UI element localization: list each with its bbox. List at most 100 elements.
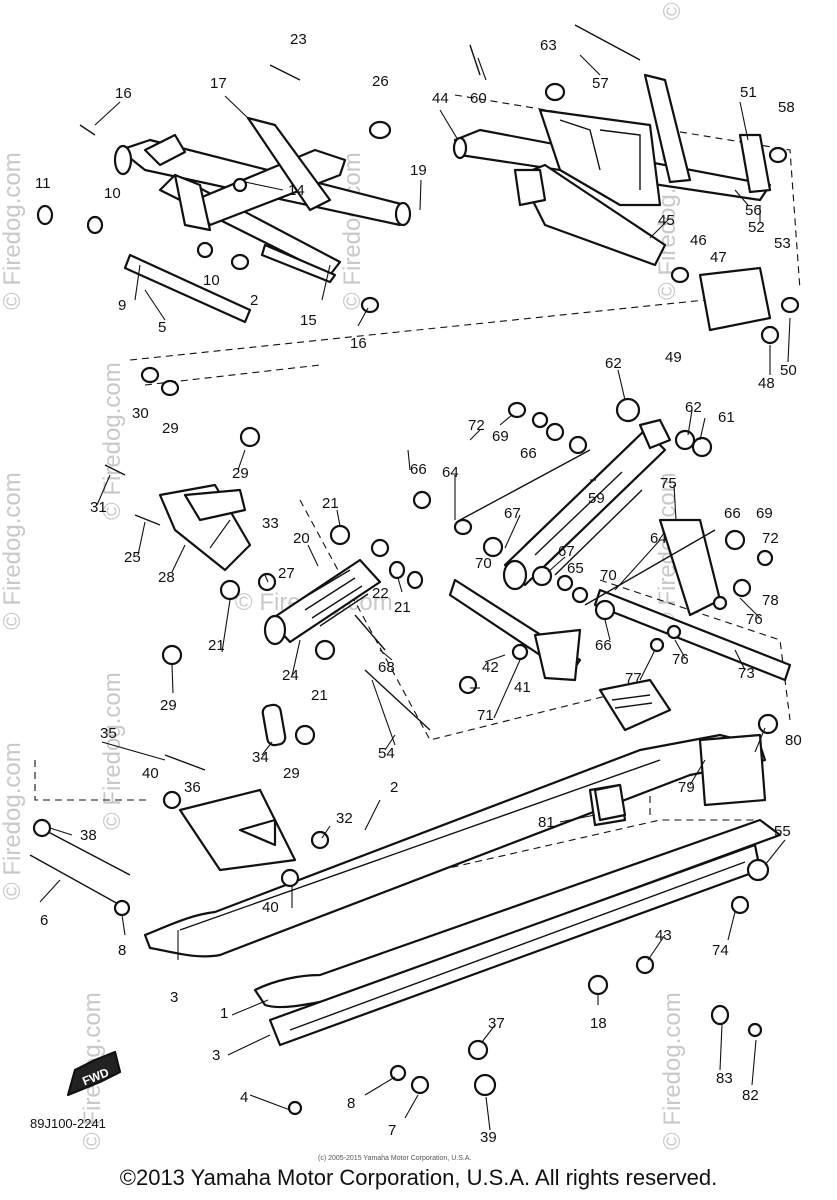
callout-28: 28 xyxy=(158,569,175,586)
callout-67: 67 xyxy=(558,543,575,560)
callout-80: 80 xyxy=(785,732,802,749)
callout-21: 21 xyxy=(394,599,411,616)
callout-73: 73 xyxy=(738,665,755,682)
watermark-text: © Firedog.com xyxy=(659,0,686,20)
callout-81: 81 xyxy=(538,814,555,831)
callout-50: 50 xyxy=(780,362,797,379)
callout-21: 21 xyxy=(311,687,328,704)
watermark-text: © Firedog.com xyxy=(99,362,126,520)
watermark-text: © Firedog.com xyxy=(0,742,26,900)
callout-25: 25 xyxy=(124,549,141,566)
callout-74: 74 xyxy=(712,942,729,959)
callout-71: 71 xyxy=(477,707,494,724)
callout-2: 2 xyxy=(390,779,398,796)
watermark-text: © Firedog.com xyxy=(339,152,366,310)
callout-16: 16 xyxy=(350,335,367,352)
callout-29: 29 xyxy=(232,465,249,482)
callout-18: 18 xyxy=(590,1015,607,1032)
callout-19: 19 xyxy=(410,162,427,179)
callout-21: 21 xyxy=(208,637,225,654)
callout-59: 59 xyxy=(588,490,605,507)
callout-63: 63 xyxy=(540,37,557,54)
callout-8: 8 xyxy=(118,942,126,959)
callout-3: 3 xyxy=(170,989,178,1006)
callout-72: 72 xyxy=(468,417,485,434)
callout-40: 40 xyxy=(142,765,159,782)
callout-20: 20 xyxy=(293,530,310,547)
leader-lines xyxy=(39,54,791,1131)
callout-66: 66 xyxy=(724,505,741,522)
callout-30: 30 xyxy=(132,405,149,422)
callout-21: 21 xyxy=(322,495,339,512)
callout-65: 65 xyxy=(567,560,584,577)
callout-68: 68 xyxy=(378,659,395,676)
callout-78: 78 xyxy=(762,592,779,609)
callout-34: 34 xyxy=(252,749,269,766)
front-shock-assembly xyxy=(158,483,382,646)
callout-60: 60 xyxy=(470,90,487,107)
callout-56: 56 xyxy=(745,202,762,219)
callout-69: 69 xyxy=(492,428,509,445)
rear-arm-assembly xyxy=(452,73,772,332)
rear-shock-assembly xyxy=(448,418,792,682)
callout-7: 7 xyxy=(388,1122,396,1139)
callout-1: 1 xyxy=(220,1005,228,1022)
callout-72: 72 xyxy=(762,530,779,547)
callout-83: 83 xyxy=(716,1070,733,1087)
callout-29: 29 xyxy=(283,765,300,782)
callout-15: 15 xyxy=(300,312,317,329)
callout-46: 46 xyxy=(690,232,707,249)
callout-23: 23 xyxy=(290,31,307,48)
callout-10: 10 xyxy=(203,272,220,289)
callout-29: 29 xyxy=(160,697,177,714)
callout-47: 47 xyxy=(710,249,727,266)
small-copyright: (c) 2005-2015 Yamaha Motor Corporation, … xyxy=(318,1155,471,1162)
callout-49: 49 xyxy=(665,349,682,366)
callout-61: 61 xyxy=(718,409,735,426)
bolts-and-shafts xyxy=(29,24,641,906)
watermark-text: © Firedog.com xyxy=(659,992,686,1150)
callout-24: 24 xyxy=(282,667,299,684)
diagram-code: 89J100-2241 xyxy=(30,1116,106,1131)
callout-22: 22 xyxy=(372,585,389,602)
callout-16: 16 xyxy=(115,85,132,102)
callout-66: 66 xyxy=(595,637,612,654)
callout-17: 17 xyxy=(210,75,227,92)
callout-labels: 23 16 17 26 14 19 10 11 10 2 9 5 15 16 6… xyxy=(30,31,802,1162)
callout-3: 3 xyxy=(212,1047,220,1064)
callout-70: 70 xyxy=(475,555,492,572)
callout-42: 42 xyxy=(482,659,499,676)
callout-52: 52 xyxy=(748,219,765,236)
callout-9: 9 xyxy=(118,297,126,314)
callout-5: 5 xyxy=(158,319,166,336)
callout-2: 2 xyxy=(250,292,258,309)
callout-45: 45 xyxy=(658,212,675,229)
callout-31: 31 xyxy=(90,499,107,516)
watermark-text: © Firedog.com xyxy=(0,472,26,630)
callout-6: 6 xyxy=(40,912,48,929)
callout-79: 79 xyxy=(678,779,695,796)
callout-33: 33 xyxy=(262,515,279,532)
callout-62: 62 xyxy=(605,355,622,372)
watermark-text: © Firedog.com xyxy=(0,152,26,310)
callout-11: 11 xyxy=(35,175,51,192)
callout-76: 76 xyxy=(746,611,763,628)
callout-53: 53 xyxy=(774,235,791,252)
small-hardware xyxy=(32,82,800,1116)
callout-4: 4 xyxy=(240,1089,248,1106)
callout-40: 40 xyxy=(262,899,279,916)
callout-67: 67 xyxy=(504,505,521,522)
callout-66: 66 xyxy=(520,445,537,462)
callout-64: 64 xyxy=(650,530,667,547)
callout-69: 69 xyxy=(756,505,773,522)
callout-39: 39 xyxy=(480,1129,497,1146)
callout-82: 82 xyxy=(742,1087,759,1104)
callout-14: 14 xyxy=(288,182,305,199)
callout-77: 77 xyxy=(625,670,642,687)
callout-38: 38 xyxy=(80,827,97,844)
callout-62: 62 xyxy=(685,399,702,416)
watermark-text: © Firedog.com xyxy=(99,672,126,830)
callout-8: 8 xyxy=(347,1095,355,1112)
callout-57: 57 xyxy=(592,75,609,92)
